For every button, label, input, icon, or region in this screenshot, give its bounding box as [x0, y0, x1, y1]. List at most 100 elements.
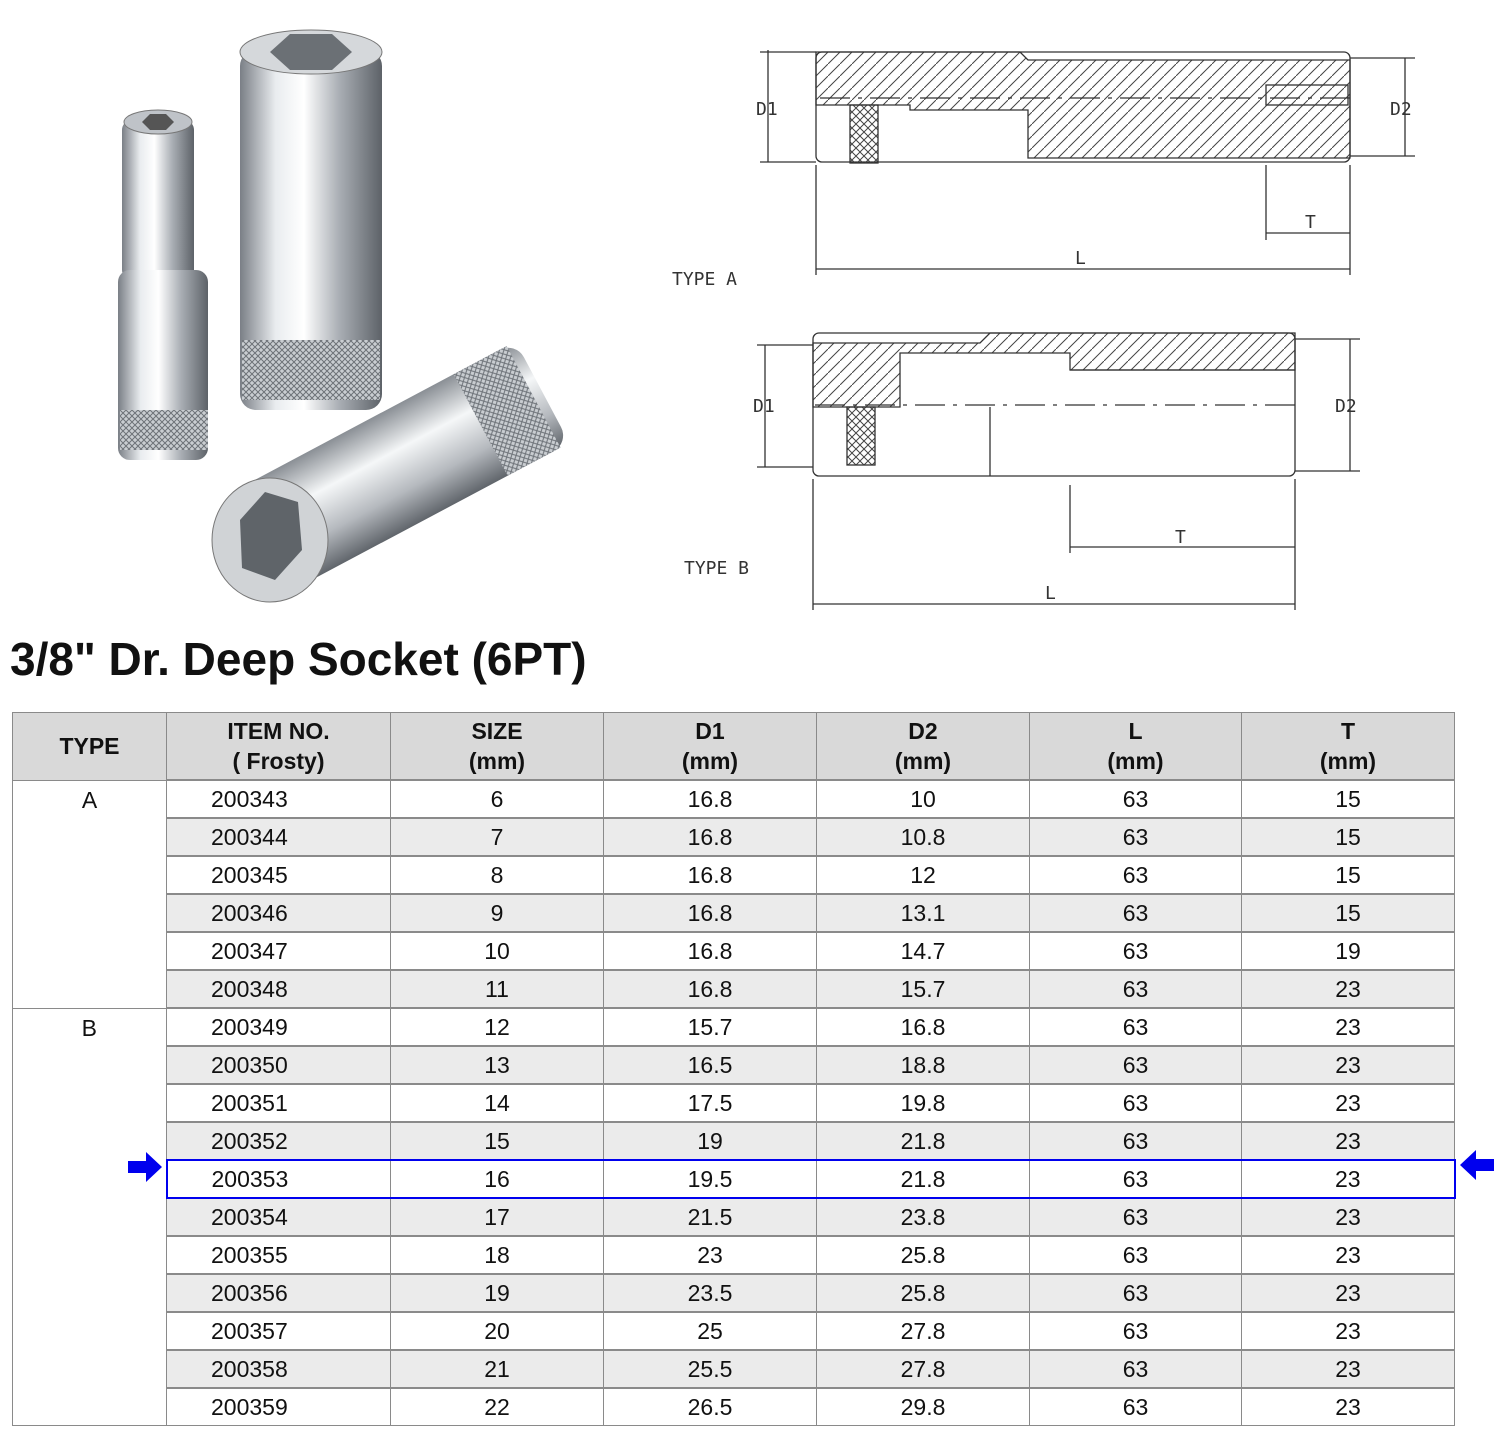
type-a-d2-label: D2 [1390, 99, 1412, 120]
type-a-drawing: D1 D2 T L TYPE A [672, 50, 1415, 290]
item-no-cell: 200354 [166, 1197, 391, 1237]
d2-cell: 16.8 [816, 1007, 1030, 1047]
type-b-d1-label: D1 [753, 396, 775, 417]
item-no-cell: 200343 [166, 779, 391, 819]
highlight-arrow-right-icon [1460, 1150, 1494, 1180]
type-a-label: TYPE A [672, 269, 737, 290]
column-header-title: SIZE [471, 718, 523, 744]
d1-cell: 16.8 [603, 779, 817, 819]
d2-cell: 15.7 [816, 969, 1030, 1009]
size-cell: 20 [390, 1311, 604, 1351]
d2-cell: 29.8 [816, 1387, 1030, 1426]
l-cell: 63 [1029, 893, 1242, 933]
type-b-drawing: D1 D2 T L TYPE B [684, 332, 1360, 610]
d1-cell: 25.5 [603, 1349, 817, 1389]
t-cell: 23 [1241, 1311, 1455, 1351]
column-header: SIZE(mm) [390, 712, 604, 781]
size-cell: 16 [390, 1159, 604, 1199]
l-cell: 63 [1029, 817, 1242, 857]
d1-cell: 16.8 [603, 969, 817, 1009]
column-header: D1(mm) [603, 712, 817, 781]
d1-cell: 23 [603, 1235, 817, 1275]
column-header-title: TYPE [59, 733, 120, 760]
d2-cell: 23.8 [816, 1197, 1030, 1237]
t-cell: 23 [1241, 1197, 1455, 1237]
type-cell: B [12, 1007, 167, 1426]
type-b-d2-label: D2 [1335, 396, 1357, 417]
type-b-t-label: T [1175, 527, 1186, 548]
t-cell: 23 [1241, 1121, 1455, 1161]
l-cell: 63 [1029, 1121, 1242, 1161]
size-cell: 19 [390, 1273, 604, 1313]
d1-cell: 21.5 [603, 1197, 817, 1237]
item-no-cell: 200347 [166, 931, 391, 971]
size-cell: 12 [390, 1007, 604, 1047]
d2-cell: 13.1 [816, 893, 1030, 933]
column-header-title: L [1128, 718, 1143, 744]
l-cell: 63 [1029, 1387, 1242, 1426]
item-no-cell: 200352 [166, 1121, 391, 1161]
l-cell: 63 [1029, 1235, 1242, 1275]
d2-cell: 27.8 [816, 1349, 1030, 1389]
column-header: L(mm) [1029, 712, 1242, 781]
column-header: T (mm) [1241, 712, 1455, 781]
l-cell: 63 [1029, 1197, 1242, 1237]
column-header-unit: (mm) [1319, 748, 1377, 774]
column-header: D2(mm) [816, 712, 1030, 781]
item-no-cell: 200353 [165, 1159, 391, 1199]
d2-cell: 25.8 [816, 1235, 1030, 1275]
item-no-cell: 200357 [166, 1311, 391, 1351]
item-no-cell: 200349 [166, 1007, 391, 1047]
item-no-cell: 200348 [166, 969, 391, 1009]
l-cell: 63 [1029, 855, 1242, 895]
size-cell: 22 [390, 1387, 604, 1426]
t-cell: 23 [1241, 1045, 1455, 1085]
d1-cell: 17.5 [603, 1083, 817, 1123]
column-header-unit: (mm) [894, 748, 952, 774]
t-cell: 23 [1241, 1387, 1455, 1426]
type-cell: A [12, 779, 167, 1009]
l-cell: 63 [1029, 931, 1242, 971]
l-cell: 63 [1029, 1349, 1242, 1389]
t-cell: 23 [1241, 1007, 1455, 1047]
size-cell: 18 [390, 1235, 604, 1275]
l-cell: 63 [1029, 1273, 1242, 1313]
column-header: TYPE [12, 712, 167, 781]
item-no-cell: 200351 [166, 1083, 391, 1123]
size-cell: 21 [390, 1349, 604, 1389]
d1-cell: 15.7 [603, 1007, 817, 1047]
l-cell: 63 [1029, 1311, 1242, 1351]
type-a-l-label: L [1075, 248, 1086, 269]
column-header-title: T [1340, 718, 1356, 744]
d1-cell: 16.8 [603, 855, 817, 895]
item-no-cell: 200346 [166, 893, 391, 933]
item-no-cell: 200355 [166, 1235, 391, 1275]
size-cell: 8 [390, 855, 604, 895]
d2-cell: 21.8 [816, 1121, 1030, 1161]
d1-cell: 19 [603, 1121, 817, 1161]
t-cell: 19 [1241, 931, 1455, 971]
size-cell: 15 [390, 1121, 604, 1161]
d1-cell: 25 [603, 1311, 817, 1351]
size-cell: 6 [390, 779, 604, 819]
type-a-t-label: T [1305, 212, 1316, 233]
d2-cell: 10 [816, 779, 1030, 819]
item-no-cell: 200344 [166, 817, 391, 857]
d2-cell: 18.8 [816, 1045, 1030, 1085]
t-cell: 15 [1241, 893, 1455, 933]
d1-cell: 16.5 [603, 1045, 817, 1085]
highlight-arrow-left-icon [128, 1152, 162, 1182]
type-a-d1-label: D1 [756, 99, 778, 120]
